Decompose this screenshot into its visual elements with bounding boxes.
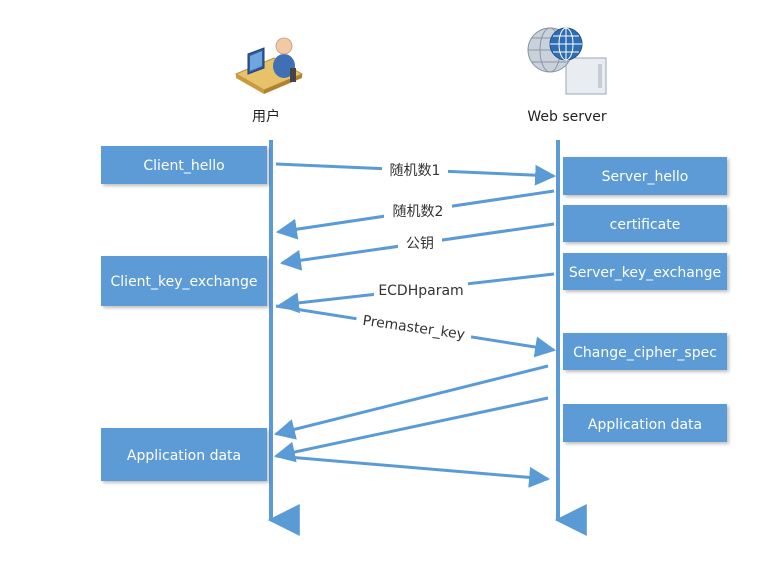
message-arrow-server-data-2: [273, 396, 549, 463]
message-label-public-key: 公钥: [406, 236, 434, 252]
certificate-box: certificate: [563, 205, 727, 242]
message-label-ecdhparam-group: ECDHparam: [374, 279, 468, 299]
message-label-random2: 随机数2: [393, 204, 444, 220]
message-label-premaster-key-group: Premaster_key: [355, 308, 473, 344]
message-label-random1: 随机数1: [390, 163, 441, 179]
message-arrow-server-data-1: [273, 364, 549, 440]
client-key-exchange-label: Client_key_exchange: [111, 274, 258, 290]
server-application-data-box: Application data: [563, 404, 727, 442]
client-hello-label: Client_hello: [143, 158, 224, 174]
message-label-ecdhparam: ECDHparam: [378, 283, 463, 299]
client-application-data-box: Application data: [101, 428, 267, 481]
client-actor-label: 用户: [252, 108, 280, 125]
client-hello-box: Client_hello: [101, 146, 267, 184]
client-key-exchange-box: Client_key_exchange: [101, 256, 267, 306]
message-label-random1-group: 随机数1: [382, 159, 448, 179]
message-arrow-client-data: [275, 454, 551, 488]
server-application-data-label: Application data: [588, 417, 702, 433]
web-server-globe-icon: [527, 27, 607, 95]
user-at-computer-icon: [234, 37, 304, 94]
certificate-label: certificate: [610, 217, 681, 233]
server-actor-label: Web server: [527, 109, 607, 125]
server-key-exchange-box: Server_key_exchange: [563, 253, 727, 290]
client-application-data-label: Application data: [127, 448, 241, 464]
change-cipher-spec-label: Change_cipher_spec: [573, 345, 717, 361]
message-label-public-key-group: 公钥: [398, 232, 442, 252]
message-label-random2-group: 随机数2: [384, 200, 452, 220]
server-key-exchange-label: Server_key_exchange: [569, 265, 721, 281]
change-cipher-spec-box: Change_cipher_spec: [563, 333, 727, 370]
server-hello-box: Server_hello: [563, 157, 727, 195]
server-hello-label: Server_hello: [602, 169, 689, 185]
